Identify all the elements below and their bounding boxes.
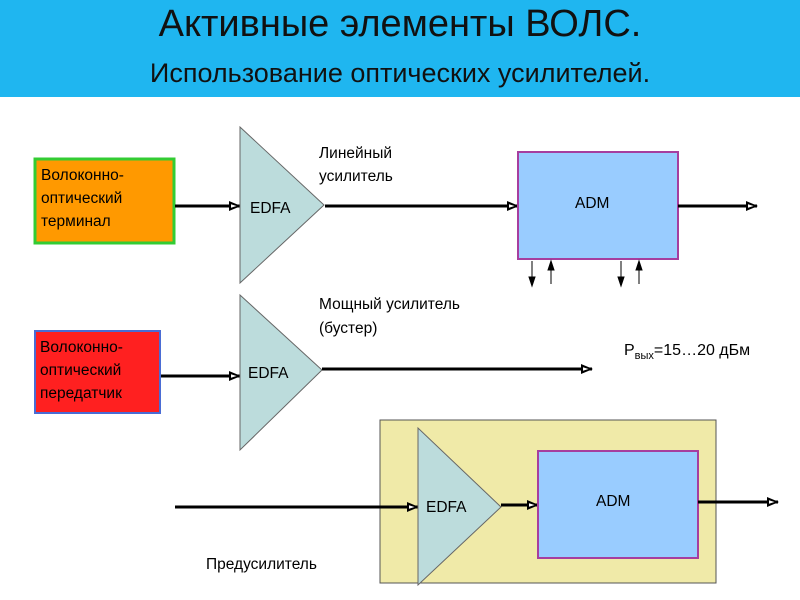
adm-label-top: ADM	[575, 195, 609, 212]
booster-edfa-triangle	[239, 293, 323, 452]
terminal-block	[33, 157, 176, 245]
preamp-edfa-triangle	[417, 426, 502, 587]
booster-caption: Мощный усилитель (бустер)	[319, 296, 464, 337]
page-title: Активные элементы ВОЛС.	[158, 3, 642, 45]
adm-block-top	[517, 151, 679, 260]
line-edfa-label: EDFA	[250, 200, 291, 217]
adm-block-bottom	[537, 450, 699, 559]
adm-label-bottom: ADM	[596, 493, 630, 510]
transmitter-block	[34, 330, 161, 414]
adm-tributary-ports	[528, 259, 643, 288]
transmitter-label: Волоконно- оптический передатчик	[40, 339, 127, 402]
preamp-edfa-label: EDFA	[426, 499, 467, 516]
output-power-label: Pвых=15…20 дБм	[624, 342, 750, 362]
title-banner	[0, 0, 800, 97]
line-edfa-triangle	[239, 125, 325, 285]
booster-edfa-label: EDFA	[248, 365, 289, 382]
terminal-label: Волоконно- оптический терминал	[41, 167, 128, 230]
preamp-caption: Предусилитель	[206, 556, 317, 573]
line-amplifier-caption: Линейный усилитель	[319, 145, 396, 185]
page-subtitle: Использование оптических усилителей.	[149, 58, 651, 88]
